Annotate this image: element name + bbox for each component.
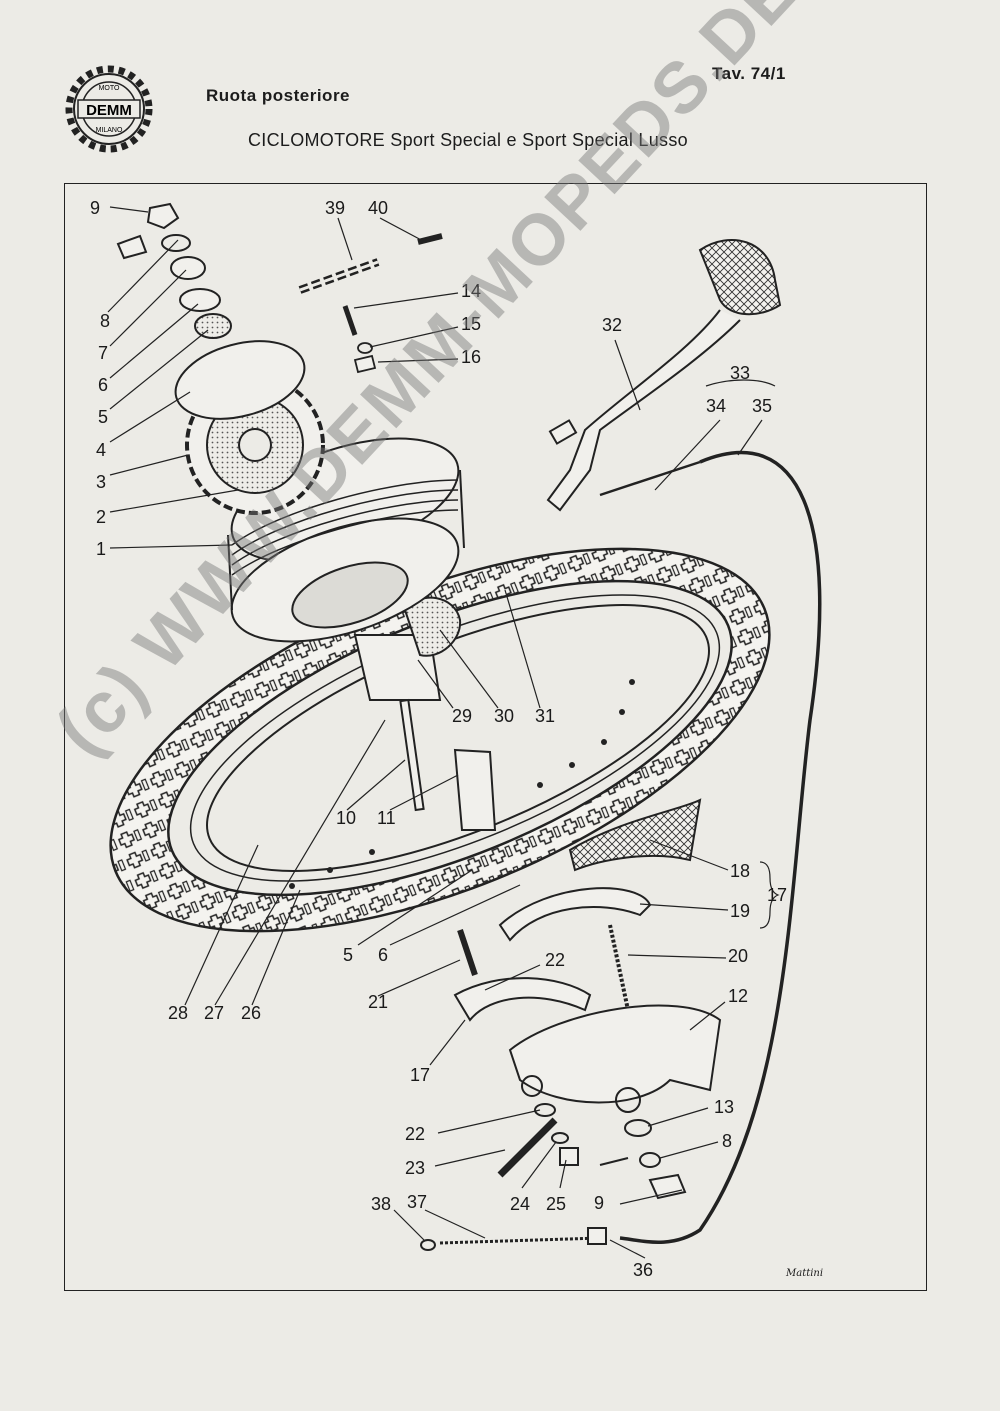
callout-5: 5 — [98, 407, 109, 427]
callout-8-lower: 8 — [722, 1131, 733, 1151]
callout-10: 10 — [336, 808, 357, 828]
callout-17-group: 17 — [767, 885, 788, 905]
callout-25: 25 — [546, 1194, 567, 1214]
callout-7: 7 — [98, 343, 109, 363]
hub-assembly — [116, 202, 465, 643]
callout-22-lower: 22 — [405, 1124, 426, 1144]
logo-bottom-text: MILANO — [96, 127, 123, 134]
callout-17: 17 — [410, 1065, 431, 1085]
callout-16: 16 — [461, 347, 482, 367]
callout-8: 8 — [100, 311, 111, 331]
brake-pedal-and-cable — [420, 239, 822, 1251]
callout-22: 22 — [545, 950, 566, 970]
callout-36: 36 — [633, 1260, 654, 1280]
callout-5-lower: 5 — [343, 945, 354, 965]
callout-9-lower: 9 — [594, 1193, 605, 1213]
callout-26: 26 — [241, 1003, 262, 1023]
callout-18: 18 — [730, 861, 751, 881]
callout-19: 19 — [730, 901, 751, 921]
demm-logo: DEMM MOTO MILANO — [65, 65, 153, 153]
logo-center-text: DEMM — [86, 102, 132, 119]
artist-signature: Mattini — [786, 1268, 824, 1279]
callout-32: 32 — [602, 315, 623, 335]
rear-wheel — [109, 547, 771, 933]
callout-9: 9 — [90, 198, 101, 218]
callout-6: 6 — [98, 375, 109, 395]
callout-13: 13 — [714, 1097, 735, 1117]
chain-and-fasteners — [298, 233, 443, 374]
callout-6-lower: 6 — [378, 945, 389, 965]
callout-2: 2 — [96, 507, 107, 527]
callout-40: 40 — [368, 198, 389, 218]
diagram-frame — [64, 183, 927, 1291]
callout-38: 38 — [371, 1194, 392, 1214]
callout-23: 23 — [405, 1158, 426, 1178]
callout-30: 30 — [494, 706, 515, 726]
callout-27: 27 — [204, 1003, 225, 1023]
plate-number: Tav. 74/1 — [712, 64, 786, 83]
callout-24: 24 — [510, 1194, 531, 1214]
callout-37: 37 — [407, 1192, 428, 1212]
callout-34: 34 — [706, 396, 727, 416]
leader-lines — [107, 206, 780, 1259]
callout-39: 39 — [325, 198, 346, 218]
callout-33: 33 — [730, 363, 751, 383]
callout-28: 28 — [168, 1003, 189, 1023]
page-title: Ruota posteriore — [206, 86, 351, 105]
callout-1: 1 — [96, 539, 107, 559]
callout-21: 21 — [368, 992, 389, 1012]
callout-20: 20 — [728, 946, 749, 966]
callout-11: 11 — [377, 808, 396, 828]
callout-31: 31 — [535, 706, 556, 726]
callout-4: 4 — [96, 440, 107, 460]
callout-12: 12 — [728, 986, 749, 1006]
callout-3: 3 — [96, 472, 107, 492]
callout-15: 15 — [461, 314, 482, 334]
logo-top-text: MOTO — [99, 85, 120, 92]
callout-29: 29 — [452, 706, 473, 726]
page-subtitle: CICLOMOTORE Sport Special e Sport Specia… — [248, 130, 688, 150]
callout-14: 14 — [461, 281, 482, 301]
callout-35: 35 — [752, 396, 773, 416]
tube-and-valve — [353, 596, 497, 831]
